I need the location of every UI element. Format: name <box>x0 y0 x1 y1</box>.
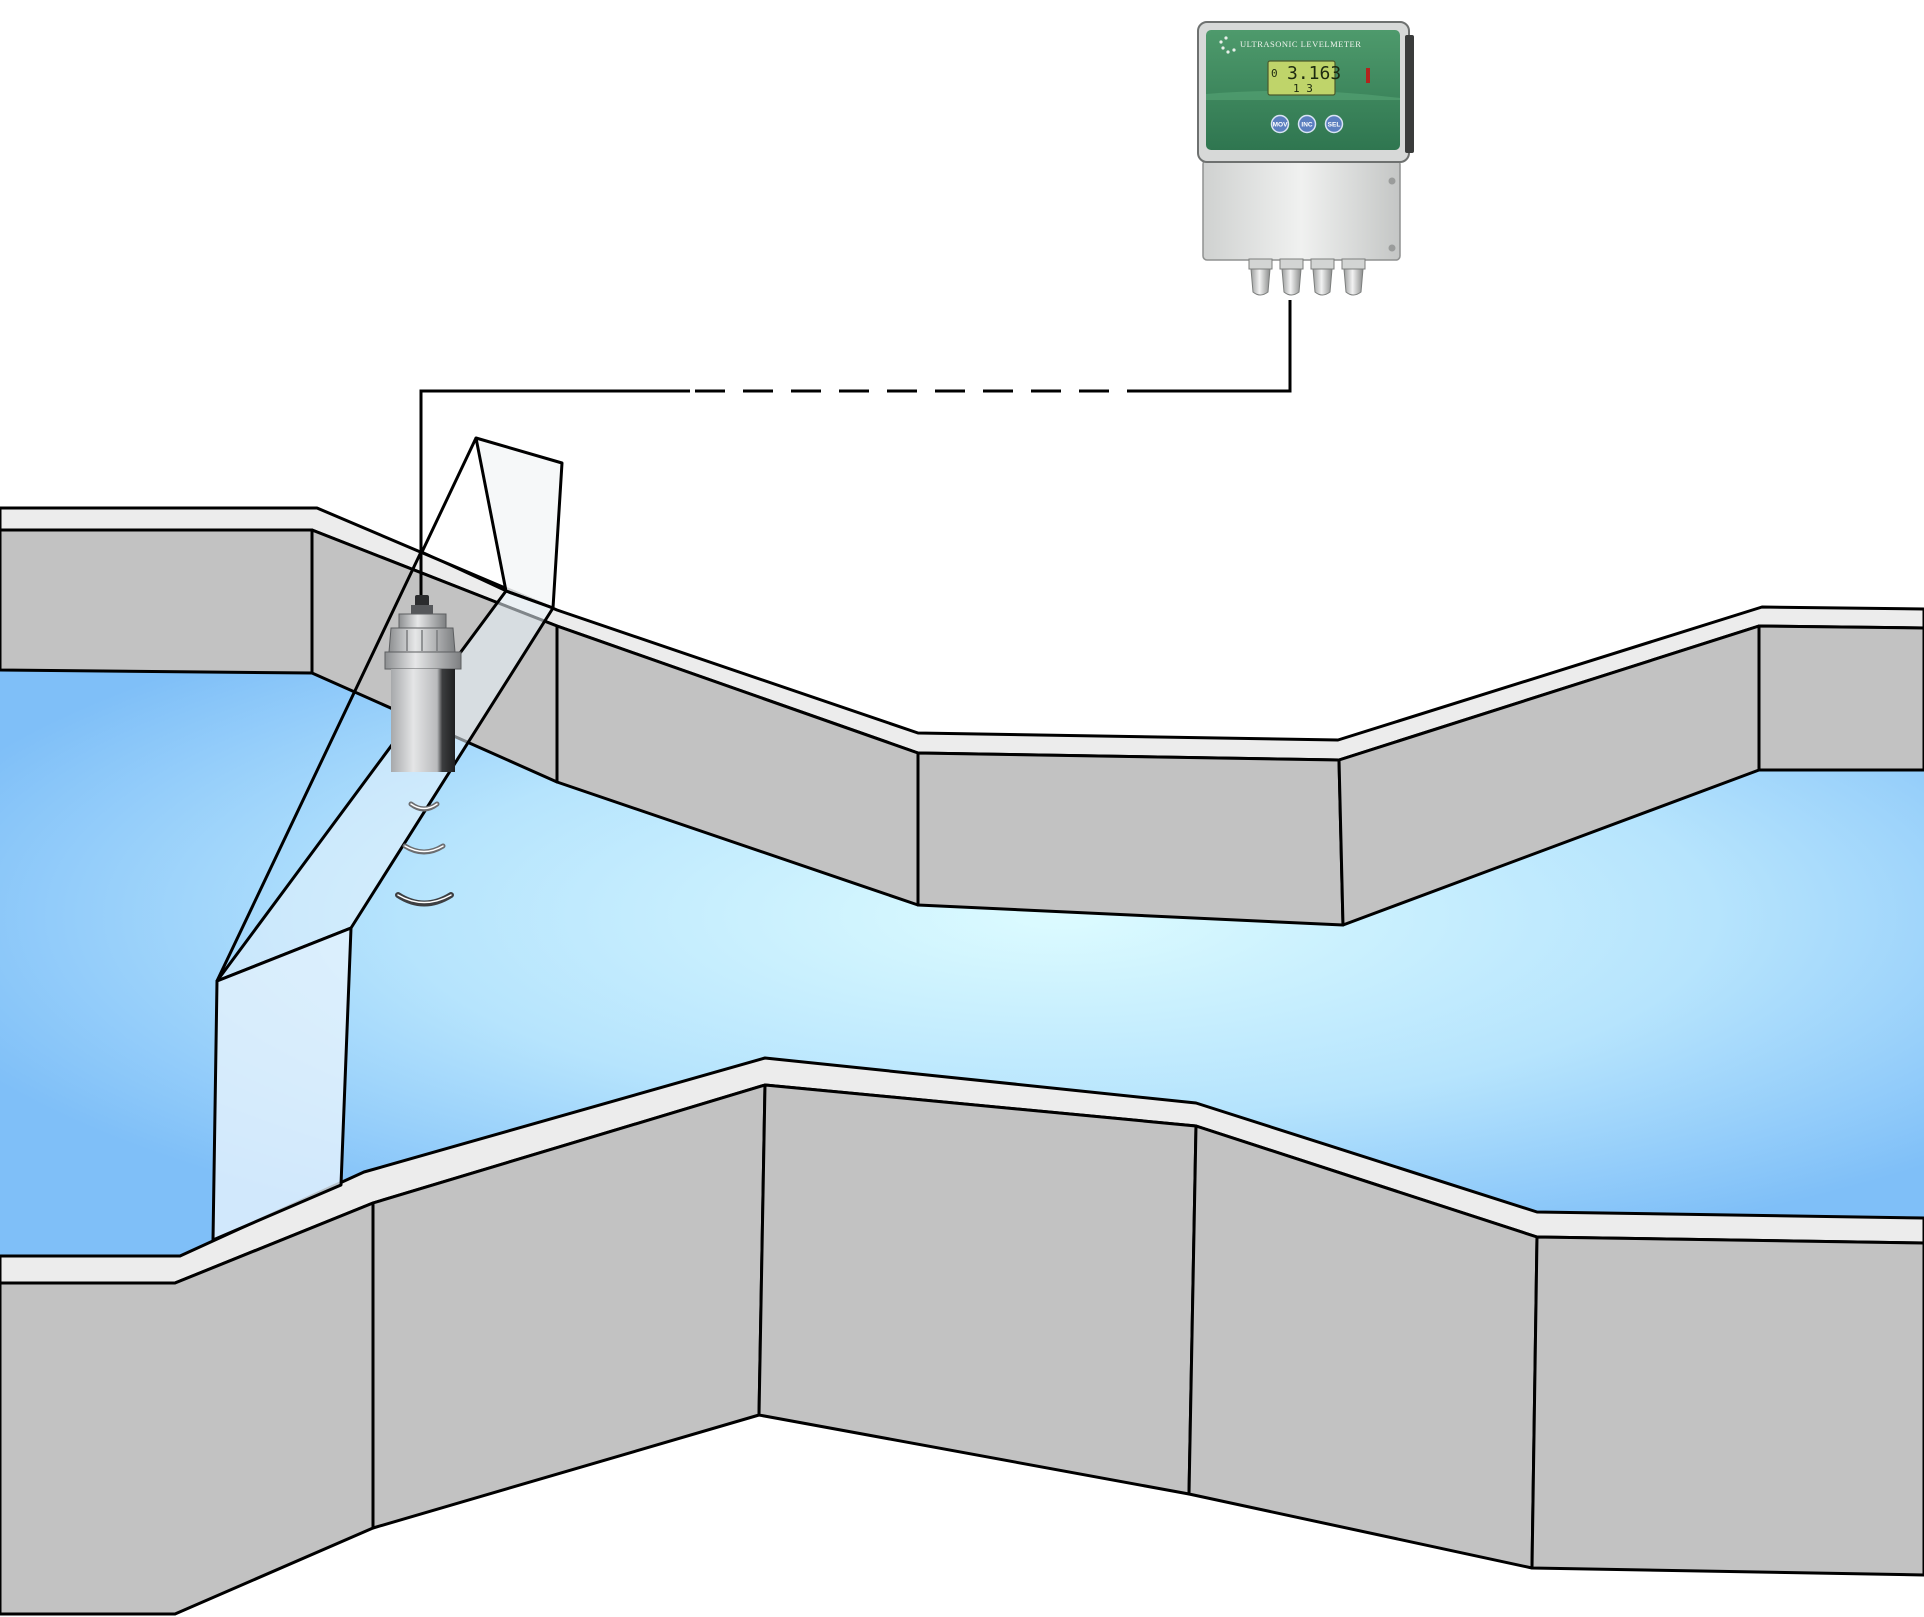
sel-button-label: SEL <box>1328 122 1341 129</box>
lcd-line1-value: 3.163 <box>1287 63 1341 84</box>
mov-button-label: MOV <box>1273 122 1288 129</box>
sel-button[interactable]: SEL <box>1324 114 1344 134</box>
ultrasonic-waves <box>395 801 454 907</box>
near-channel-wall <box>0 1056 1924 1616</box>
brand-logo <box>1219 36 1236 54</box>
meter-buttons: MOV INC SEL <box>1270 114 1344 134</box>
lcd-display <box>1267 60 1336 96</box>
meter-lower-housing <box>1202 159 1401 261</box>
level-meter-transmitter: ULTRASONIC LEVELMETER 0 3.163 1 3 MOV IN… <box>1197 21 1414 296</box>
water-surface <box>0 670 1924 1256</box>
sensor-mount-bracket <box>211 436 564 1242</box>
cable-glands <box>1248 258 1366 296</box>
mov-button[interactable]: MOV <box>1270 114 1290 134</box>
signal-cable <box>419 300 1292 598</box>
lcd-line2-value: 1 3 <box>1293 82 1313 95</box>
meter-brand-label: ULTRASONIC LEVELMETER <box>1240 39 1361 49</box>
status-led <box>1366 68 1370 83</box>
ultrasonic-sensor <box>384 595 462 772</box>
lcd-line1-prefix: 0 <box>1271 67 1278 80</box>
inc-button[interactable]: INC <box>1297 114 1317 134</box>
inc-button-label: INC <box>1301 122 1313 129</box>
